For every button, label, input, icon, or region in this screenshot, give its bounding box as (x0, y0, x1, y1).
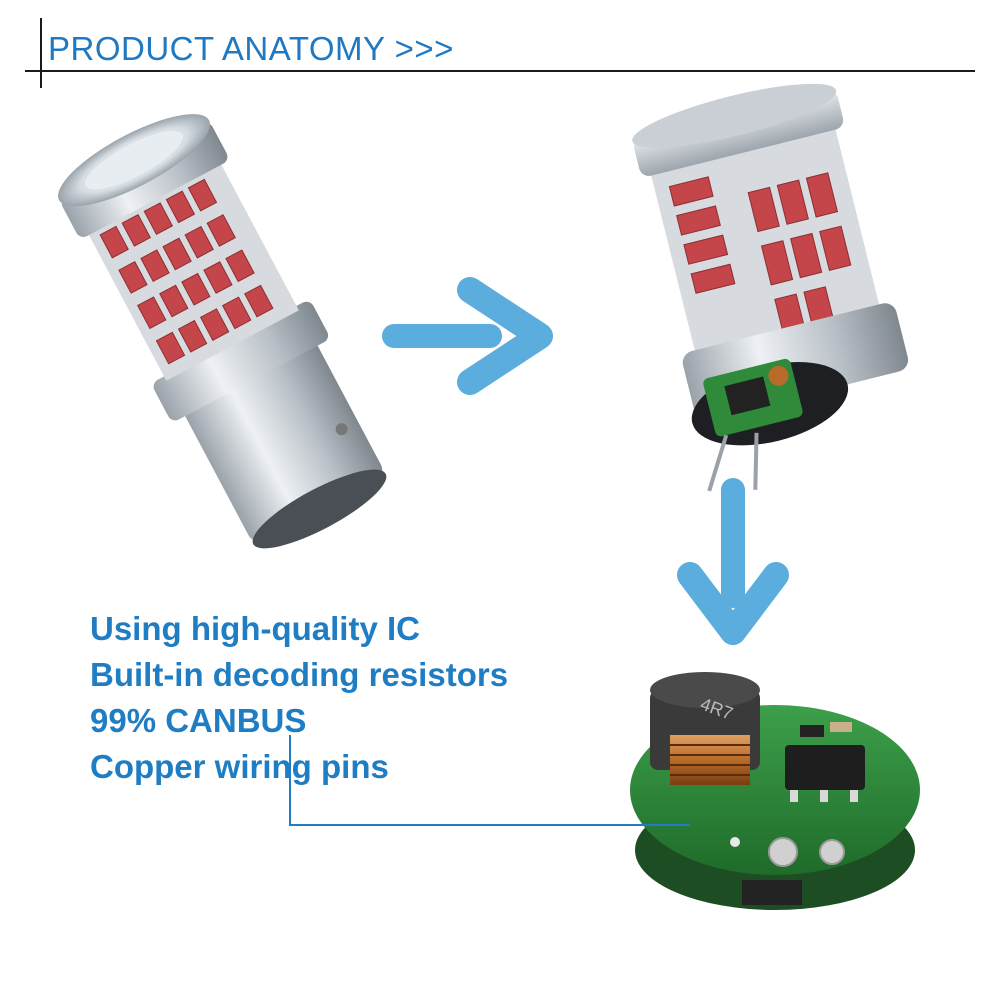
feature-item-resistors: Built-in decoding resistors (90, 656, 509, 693)
feature-list: Using high-quality IC Built-in decoding … (90, 606, 508, 790)
bulb-assembled-image (58, 114, 387, 549)
header-divider (25, 70, 975, 72)
header-marker (40, 18, 42, 88)
feature-item-canbus: 99% CANBUS (90, 702, 307, 739)
feature-item-pins: Copper wiring pins (90, 748, 389, 785)
bulb-opened-image (632, 83, 909, 492)
arrow-right-icon (382, 277, 553, 395)
callout-leader-line (289, 735, 690, 826)
feature-item-ic: Using high-quality IC (90, 610, 420, 647)
arrow-down-icon (677, 478, 789, 645)
section-title: PRODUCT ANATOMY >>> (48, 30, 454, 67)
pcb-driver-image: 4R7 (630, 672, 920, 910)
